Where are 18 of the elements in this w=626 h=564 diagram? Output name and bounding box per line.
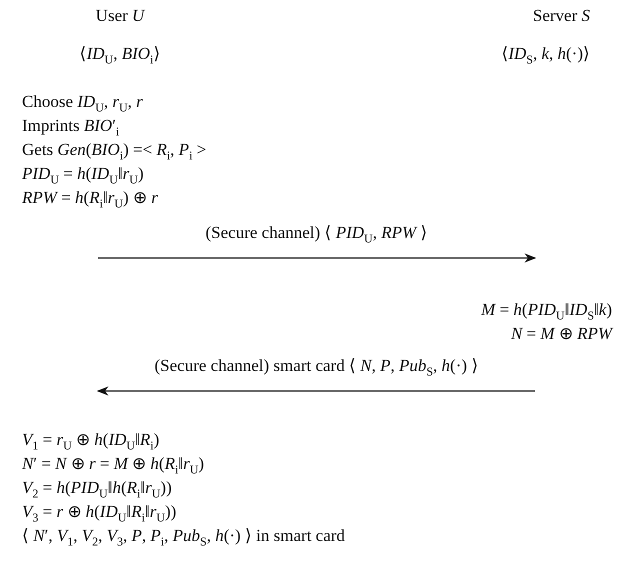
- participant-name: User U: [94, 5, 146, 27]
- computation-step: Choose ID$_{U}$, r$_{U}$, r: [22, 90, 206, 114]
- computation-step: ⟨ N′, V$_{1}$, V$_{2}$, V$_{3}$, P, P$_{i}$, Pub$_{S}$, h(·) ⟩ in smart card: [22, 524, 345, 548]
- message-arrow: [98, 253, 536, 263]
- computation-step: RPW = h(R$_{i}$‖r$_{U}$) ⊕ r: [22, 186, 206, 210]
- initial-values: ⟨ID$_{U}$, BIO$_{i}$⟩: [78, 43, 162, 66]
- computation-step: PID$_{U}$ = h(ID$_{U}$‖r$_{U}$): [22, 162, 206, 186]
- computation-step: V$_{2}$ = h(PID$_{U}$‖h(R$_{i}$‖r$_{U}$)): [22, 476, 345, 500]
- message-arrow: [96, 386, 535, 396]
- participant-name: Server S: [532, 5, 590, 27]
- computation-step: M = h(PID$_{U}$‖ID$_{S}$‖k): [481, 298, 612, 322]
- computation-step: V$_{1}$ = r$_{U}$ ⊕ h(ID$_{U}$‖R$_{i}$): [22, 428, 345, 452]
- computation-step: Gets Gen(BIO$_{i}$) =< R$_{i}$, P$_{i}$ >: [22, 138, 206, 162]
- computation-step: V$_{3}$ = r ⊕ h(ID$_{U}$‖R$_{i}$‖r$_{U}$)): [22, 500, 345, 524]
- computation-step: N′ = N ⊕ r = M ⊕ h(R$_{i}$‖r$_{U}$): [22, 452, 345, 476]
- computation-step: N = M ⊕ RPW: [481, 322, 612, 346]
- computation-step: Imprints BIO′$_{i}$: [22, 114, 206, 138]
- initial-values: ⟨ID$_{S}$, k, h(·)⟩: [500, 43, 590, 66]
